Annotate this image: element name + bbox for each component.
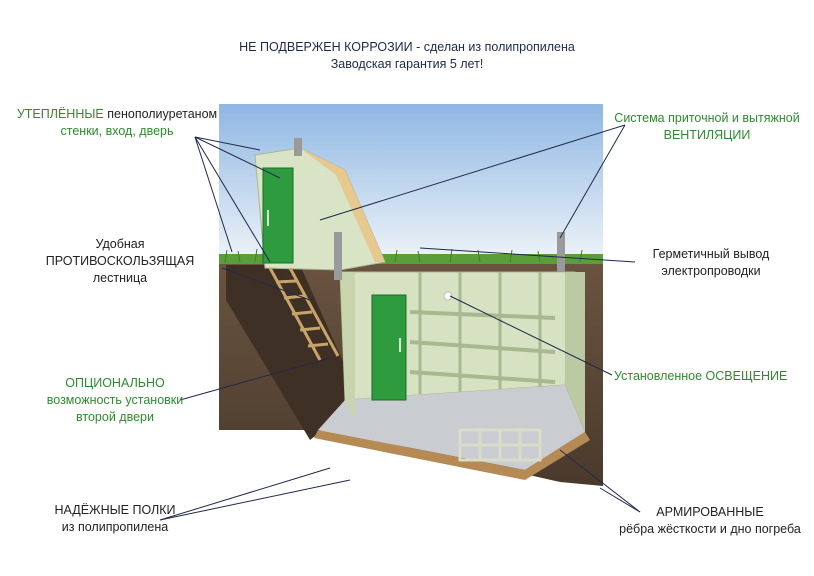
label-optional-emphasis: ОПЦИОНАЛЬНО [65, 376, 165, 390]
label-insulated-rest: пенополиуретаном [103, 107, 218, 121]
label-reinforced-line2: рёбра жёсткости и дно погреба [619, 522, 801, 536]
entrance-roof [300, 148, 385, 262]
label-wiring-line1: Герметичный вывод [652, 247, 770, 261]
label-ventilation-line1: Система приточной и вытяжной [614, 111, 800, 125]
header-line-2: Заводская гарантия 5 лет! [330, 57, 484, 71]
label-ladder-line2: ПРОТИВОСКОЛЬЗЯЩАЯ лестница [45, 254, 195, 285]
label-lighting-emphasis: ОСВЕЩЕНИЕ [705, 369, 788, 383]
label-reinforced: АРМИРОВАННЫЕ рёбра жёсткости и дно погре… [612, 504, 808, 538]
label-lighting-rest: Установленное [614, 369, 706, 383]
grass [219, 254, 603, 264]
header-rest: - сделан из полипропилена [412, 40, 575, 54]
label-insulated-line2: стенки, вход, дверь [60, 124, 174, 138]
label-shelves: НАДЁЖНЫЕ ПОЛКИ из полипропилена [30, 502, 200, 536]
shelves [409, 310, 556, 384]
floor-grid [458, 428, 542, 462]
label-ventilation-emphasis: ВЕНТИЛЯЦИИ [663, 128, 751, 142]
cellar-base [314, 430, 590, 480]
ceiling-light [443, 291, 453, 301]
label-shelves-emphasis: НАДЁЖНЫЕ ПОЛКИ [54, 503, 176, 517]
label-wiring-line2: электропроводки [661, 264, 761, 278]
label-insulated-emphasis: УТЕПЛЁННЫЕ [16, 107, 104, 121]
ladder [268, 267, 340, 361]
label-wiring: Герметичный вывод электропроводки [636, 246, 786, 280]
label-ladder: Удобная ПРОТИВОСКОЛЬЗЯЩАЯ лестница [20, 236, 220, 287]
pointer-lines [159, 124, 641, 521]
cellar-right-wall [565, 272, 585, 432]
vent-pipe-1 [294, 138, 302, 156]
entry-pit [226, 265, 360, 440]
label-ladder-line1: Удобная [95, 237, 145, 251]
header-line-1: НЕ ПОДВЕРЖЕН КОРРОЗИИ - сделан из полипр… [0, 39, 814, 56]
label-shelves-line2: из полипропилена [61, 520, 169, 534]
label-optional-door: ОПЦИОНАЛЬНО возможность установки второй… [30, 375, 200, 426]
vent-pipe-3 [557, 232, 565, 272]
cellar-left-wall [340, 272, 355, 420]
label-lighting: Установленное ОСВЕЩЕНИЕ [614, 368, 804, 385]
label-ventilation: Система приточной и вытяжной ВЕНТИЛЯЦИИ [606, 110, 808, 144]
label-optional-line2: возможность установки [46, 393, 184, 407]
label-optional-line3: второй двери [76, 410, 154, 424]
vent-pipe-2 [334, 232, 342, 280]
cellar-floor [318, 385, 585, 470]
header-emphasis: НЕ ПОДВЕРЖЕН КОРРОЗИИ [239, 40, 413, 54]
label-reinforced-emphasis: АРМИРОВАННЫЕ [656, 505, 764, 519]
label-insulated: УТЕПЛЁННЫЕ пенополиуретаном стенки, вход… [12, 106, 222, 140]
grass-blades [224, 248, 583, 263]
